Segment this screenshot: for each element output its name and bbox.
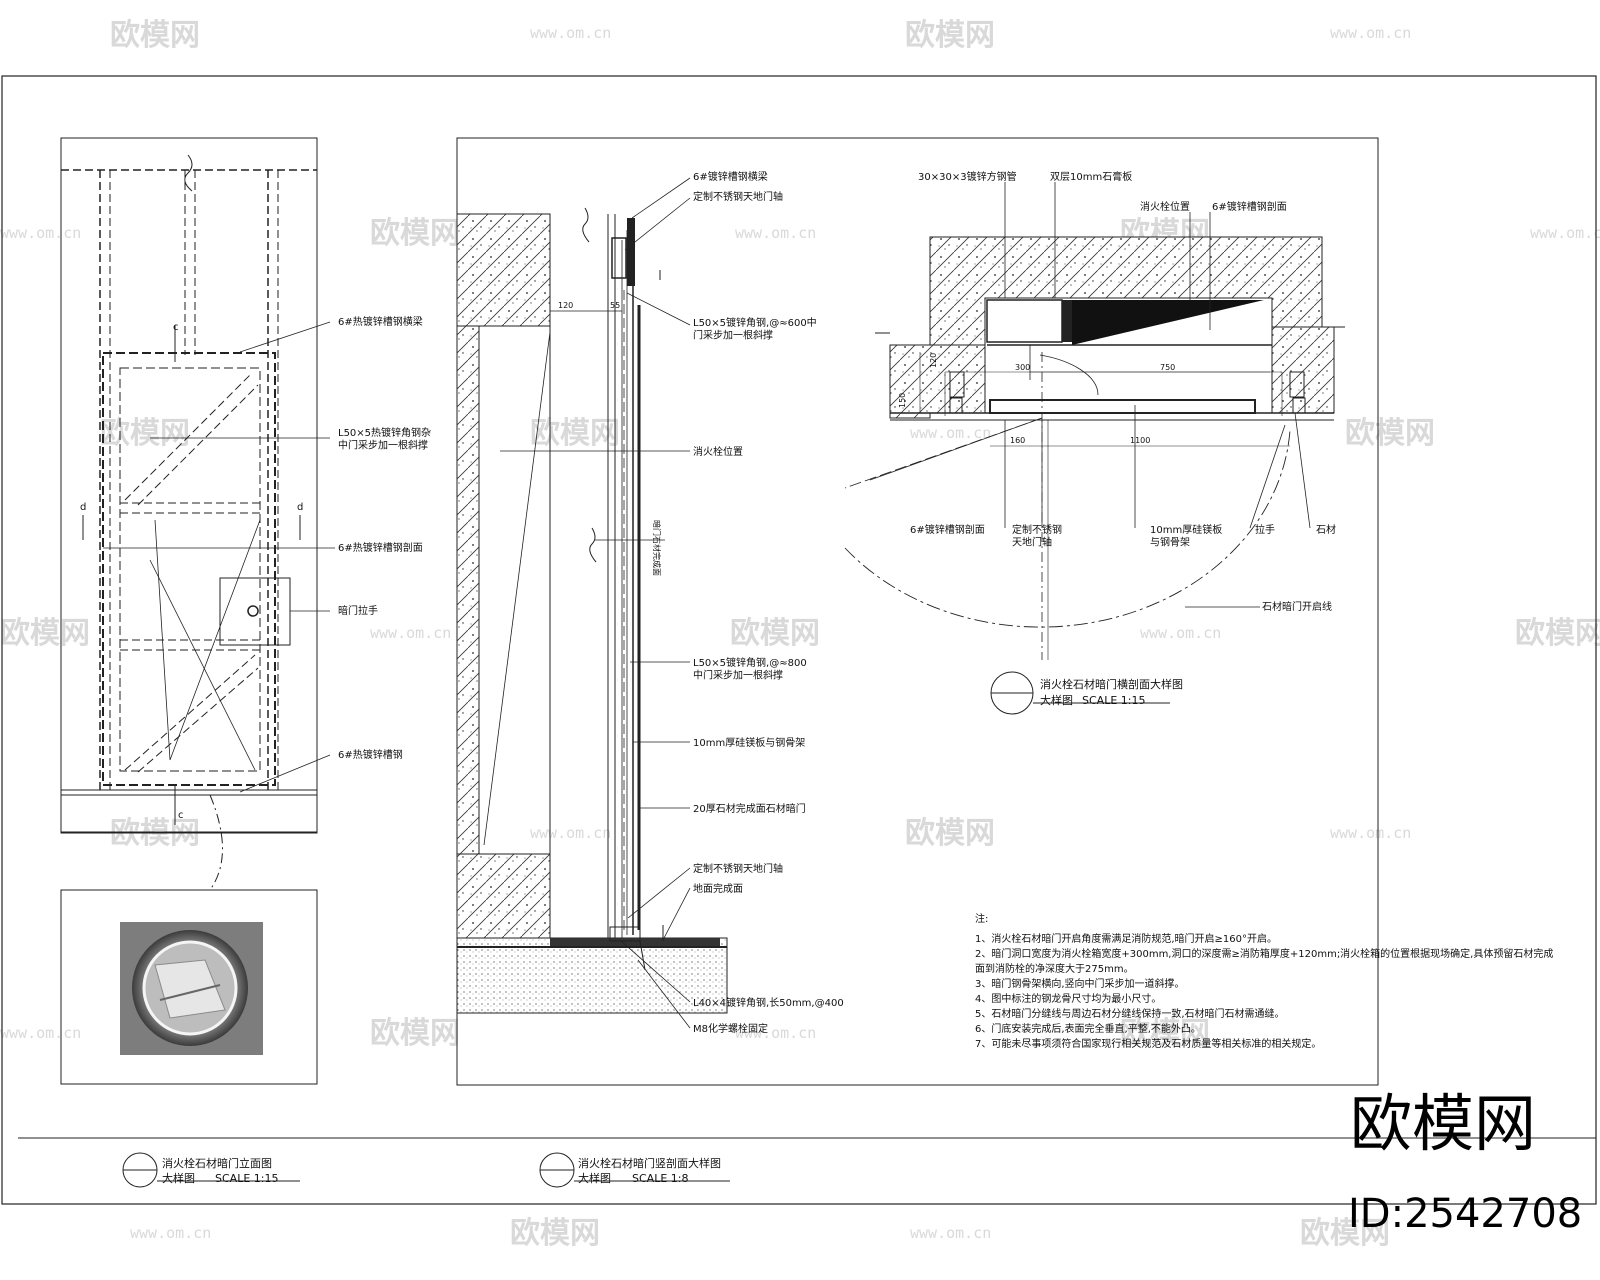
note-item: 6、门底安装完成后,表面完全垂直,平整,不能外凸。: [975, 1022, 1201, 1035]
label-hydrant-plan: 消火栓位置: [1140, 200, 1190, 213]
handle-marker-icon: [247, 605, 259, 617]
watermark-url: www.om.cn: [530, 24, 611, 42]
watermark-url: www.om.cn: [530, 824, 611, 842]
watermark-url: www.om.cn: [1530, 224, 1600, 242]
dim-120: 120: [929, 353, 938, 368]
elevation-scale: SCALE 1:15: [215, 1172, 278, 1185]
watermark-url: www.om.cn: [735, 224, 816, 242]
label-angle-600: L50×5镀锌角钢,@≈600中门采步加一根斜撑: [693, 316, 817, 342]
watermark-brand: 欧模网: [0, 616, 90, 651]
watermark-url: www.om.cn: [1330, 24, 1411, 42]
vertical-section-view: 120 55 暗门石材完成面 6#镀锌槽钢横梁 定制不锈钢天地门轴 L50×5镀…: [456, 170, 844, 1035]
watermark-brand: 欧模网: [1120, 1016, 1210, 1051]
label-handle-plan: 拉手: [1255, 523, 1275, 536]
watermark-brand: 欧模网: [370, 1016, 460, 1051]
watermark-url: www.om.cn: [0, 1024, 81, 1042]
note-item: 1、消火栓石材暗门开启角度需满足消防规范,暗门开启≥160°开启。: [975, 932, 1277, 945]
label-swing-line: 石材暗门开启线: [1262, 600, 1332, 613]
watermark-brand: 欧模网: [905, 816, 995, 851]
watermark-url: www.om.cn: [735, 1024, 816, 1042]
watermark-brand: 欧模网: [730, 616, 820, 651]
dim-150: 150: [898, 393, 907, 408]
corner-id: ID:2542708: [1348, 1191, 1582, 1237]
watermark-brand: 欧模网: [530, 416, 620, 451]
dim-1100: 1100: [1130, 436, 1150, 445]
label-stone-plan: 石材: [1316, 523, 1336, 536]
watermark-brand: 欧模网: [110, 18, 200, 53]
label-frame-side: 6#热镀锌槽钢剖面: [338, 541, 423, 554]
label-stone-face: 20厚石材完成面石材暗门: [693, 802, 806, 815]
watermark-brand: 欧模网: [905, 18, 995, 53]
label-hinge-top: 定制不锈钢天地门轴: [693, 190, 783, 203]
section-mark-c: c: [178, 810, 184, 821]
plan-section-view: 750 300 1100 160 120 150 30×30×3镀锌方钢管 双层…: [844, 170, 1345, 715]
label-anchor-angle: L40×4镀锌角钢,长50mm,@400: [693, 996, 844, 1009]
dim-300: 300: [1015, 363, 1030, 372]
plan-title: 消火栓石材暗门横剖面大样图: [1040, 677, 1183, 691]
elevation-view: c c d d 6#热镀锌槽钢横梁 L50×5热镀锌角钢杂中门采步加一根斜撑 6…: [60, 137, 431, 1085]
label-angle-steel: L50×5热镀锌角钢杂中门采步加一根斜撑: [338, 426, 431, 452]
watermark-url: www.om.cn: [1330, 824, 1411, 842]
plan-subtitle: 大样图: [1040, 693, 1073, 707]
section-scale: SCALE 1:8: [632, 1172, 688, 1185]
dim-55: 55: [610, 301, 620, 310]
watermark-url: www.om.cn: [0, 224, 81, 242]
watermark-layer: 欧模网 www.om.cn 欧模网 www.om.cn www.om.cn 欧模…: [0, 18, 1600, 1251]
vertical-note: 暗门石材完成面: [652, 520, 662, 576]
corner-logo: 欧模网: [1350, 1087, 1536, 1160]
notes-block: 注: 1、消火栓石材暗门开启角度需满足消防规范,暗门开启≥160°开启。 2、暗…: [975, 912, 1553, 1050]
section-title-block: 消火栓石材暗门竖剖面大样图 大样图 SCALE 1:8: [539, 1152, 730, 1188]
label-frame-top: 6#热镀锌槽钢横梁: [338, 315, 423, 328]
note-item: 3、暗门钢骨架横向,竖向中门采步加一道斜撑。: [975, 977, 1185, 990]
watermark-brand: 欧模网: [1515, 616, 1600, 651]
plan-scale: SCALE 1:15: [1082, 694, 1145, 707]
section-mark-d: d: [80, 502, 86, 513]
label-top-beam: 6#镀锌槽钢横梁: [693, 170, 768, 183]
note-item: 5、石材暗门分缝线与周边石材分缝线保持一致,石材暗门石材需通缝。: [975, 1007, 1285, 1020]
elevation-frame: [60, 137, 318, 834]
watermark-url: www.om.cn: [910, 1224, 991, 1242]
label-square-tube: 30×30×3镀锌方钢管: [918, 170, 1017, 183]
dim-120: 120: [558, 301, 573, 310]
note-item: 4、图中标注的钢龙骨尺寸均为最小尺寸。: [975, 992, 1161, 1005]
label-floor-finish: 地面完成面: [693, 882, 743, 895]
watermark-brand: 欧模网: [1345, 416, 1435, 451]
label-board-plan: 10mm厚硅镁板与钢骨架: [1150, 523, 1222, 549]
section-mark-d: d: [297, 502, 303, 513]
section-title: 消火栓石材暗门竖剖面大样图: [578, 1156, 721, 1170]
label-handle: 暗门拉手: [338, 604, 378, 617]
watermark-brand: 欧模网: [100, 416, 190, 451]
note-item: 2、暗门洞口宽度为消火栓箱宽度+300mm,洞口的深度需≥消防箱厚度+120mm…: [975, 947, 1553, 960]
label-hinge-bottom: 定制不锈钢天地门轴: [693, 862, 783, 875]
watermark-brand: 欧模网: [370, 216, 460, 251]
note-item: 面到消防栓的净深度大于275mm。: [975, 962, 1134, 975]
note-item: 7、可能未尽事项须符合国家现行相关规范及石材质量等相关标准的相关规定。: [975, 1037, 1321, 1050]
section-mark-c: c: [173, 322, 179, 333]
label-chem-bolt: M8化学螺栓固定: [693, 1022, 768, 1035]
watermark-brand: 欧模网: [1300, 1216, 1390, 1251]
elevation-subtitle: 大样图: [162, 1171, 195, 1185]
watermark-url: www.om.cn: [910, 424, 991, 442]
handle-detail-frame: [60, 889, 318, 1085]
watermark-url: www.om.cn: [370, 624, 451, 642]
watermark-brand: 欧模网: [510, 1216, 600, 1251]
dim-750: 750: [1160, 363, 1175, 372]
notes-heading: 注:: [975, 912, 988, 925]
label-gypsum: 双层10mm石膏板: [1050, 170, 1132, 183]
label-hinge-plan: 定制不锈钢天地门轴: [1012, 523, 1062, 549]
label-channel-bottom: 6#镀锌槽钢剖面: [910, 523, 985, 536]
dim-160: 160: [1010, 436, 1025, 445]
section-subtitle: 大样图: [578, 1171, 611, 1185]
label-frame-bottom: 6#热镀锌槽钢: [338, 748, 403, 761]
watermark-url: www.om.cn: [1140, 624, 1221, 642]
label-hydrant-position: 消火栓位置: [693, 445, 743, 458]
label-channel-top: 6#镀锌槽钢剖面: [1212, 200, 1287, 213]
sheet-border: [1, 75, 1597, 1205]
elevation-title: 消火栓石材暗门立面图: [162, 1156, 272, 1170]
watermark-url: www.om.cn: [130, 1224, 211, 1242]
label-board: 10mm厚硅镁板与钢骨架: [693, 736, 805, 749]
elevation-title-block: 消火栓石材暗门立面图 大样图 SCALE 1:15: [122, 1152, 300, 1188]
